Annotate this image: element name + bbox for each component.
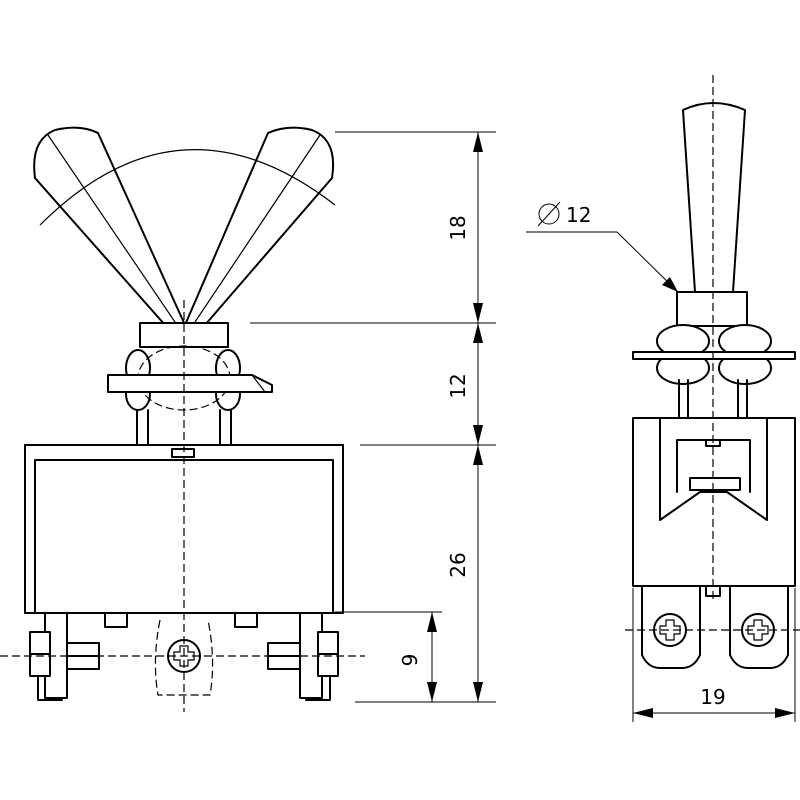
side-view: 12 19 [526, 75, 800, 722]
washer-plate-front [107, 374, 273, 393]
dim-lever-diameter: 12 [566, 203, 591, 227]
dim-lever-height: 18 [446, 215, 470, 240]
diameter-callout: 12 [526, 201, 679, 293]
vertical-dimensions: 18 12 26 9 [250, 131, 496, 703]
terminal-left-side [641, 585, 701, 669]
lever-right-position [184, 126, 334, 326]
lever-side [682, 102, 746, 293]
width-dimension: 19 [632, 588, 796, 722]
front-view [0, 126, 365, 712]
lever-collar-side [676, 291, 748, 327]
terminal-right-side [729, 585, 789, 669]
dim-terminal-height: 9 [398, 654, 422, 667]
lever-swing-arc [39, 149, 336, 226]
lever-left-position [33, 126, 186, 326]
dim-width: 19 [700, 685, 725, 709]
switch-body-side [632, 417, 796, 597]
dim-bushing-height: 12 [446, 373, 470, 398]
washer-plate-side [632, 351, 796, 360]
dim-body-height: 26 [446, 552, 470, 577]
